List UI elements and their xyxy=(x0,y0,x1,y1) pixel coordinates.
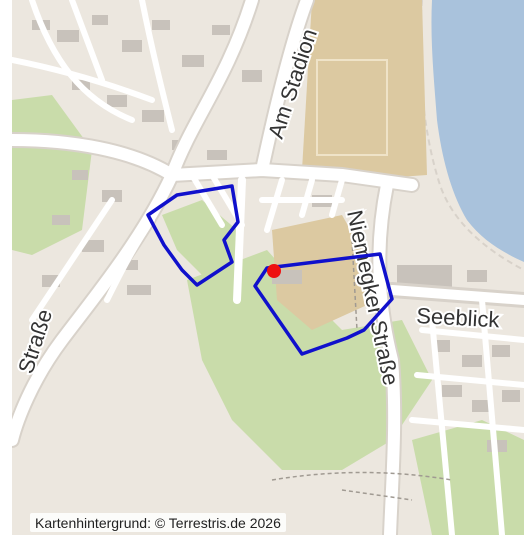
highlighted-area-west[interactable] xyxy=(146,184,240,287)
roads xyxy=(12,0,524,535)
map-canvas[interactable]: Am Stadion Niemegker Straße Seeblick Str… xyxy=(12,0,524,535)
green-area-east xyxy=(412,420,524,535)
street-label-seeblick: Seeblick xyxy=(416,303,501,332)
sport-field-stadium xyxy=(302,0,427,180)
sport-field-pitch xyxy=(316,59,388,156)
footpaths xyxy=(271,239,453,501)
green-area-south xyxy=(187,250,432,470)
map-attribution: Kartenhintergrund: © Terrestris.de 2026 xyxy=(30,513,286,532)
location-marker[interactable] xyxy=(267,264,281,278)
water-lake xyxy=(431,0,524,262)
map-view[interactable]: Am Stadion Niemegker Straße Seeblick Str… xyxy=(12,0,524,535)
highlighted-area-east[interactable] xyxy=(253,252,394,356)
sport-field-south xyxy=(272,215,367,330)
